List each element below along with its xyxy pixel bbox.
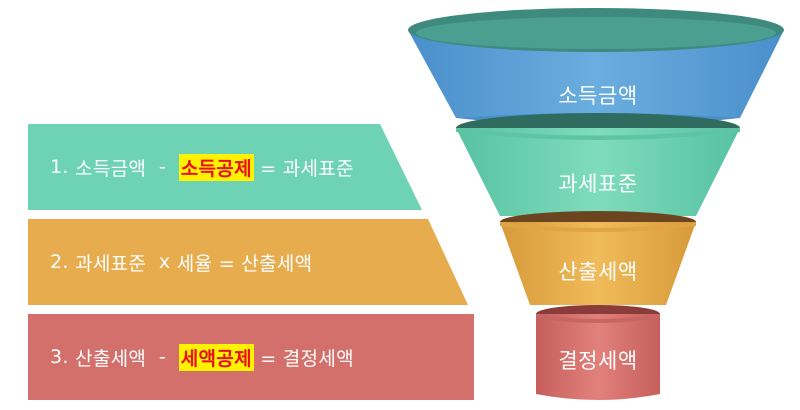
tax-funnel: 소득금액 과세표준 산출세액 결정세액 bbox=[400, 0, 800, 410]
step-3-computed-tax: 산출세액 bbox=[75, 347, 147, 370]
step-2-text: 2. 과세표준 x 세율 = 산출세액 bbox=[50, 219, 312, 305]
step-1-income: 소득금액 bbox=[75, 157, 147, 180]
step-1-highlight-income-deduction: 소득공제 bbox=[178, 153, 254, 181]
step-2-tax-rate: 세율 bbox=[176, 252, 213, 275]
step-2-result: = 산출세액 bbox=[218, 252, 313, 275]
funnel-tier-2 bbox=[456, 113, 740, 216]
funnel-label-computed-tax: 산출세액 bbox=[558, 260, 638, 284]
step-1-number: 1. bbox=[50, 156, 69, 178]
step-2-background bbox=[28, 219, 468, 305]
step-2-tax-base: 과세표준 bbox=[75, 252, 147, 275]
funnel-label-income: 소득금액 bbox=[558, 84, 638, 108]
step-3-highlight-tax-credit: 세액공제 bbox=[178, 343, 254, 371]
step-1-operator: - bbox=[158, 156, 167, 178]
funnel-tier-3 bbox=[500, 211, 696, 305]
funnel-graphic bbox=[408, 8, 784, 400]
step-2-banner: 2. 과세표준 x 세율 = 산출세액 bbox=[28, 219, 473, 305]
funnel-label-final-tax: 결정세액 bbox=[558, 349, 638, 373]
step-3-text: 3. 산출세액 - 세액공제 = 결정세액 bbox=[50, 314, 354, 400]
step-2-operator: x bbox=[158, 251, 171, 273]
step-1-text: 1. 소득금액 - 소득공제 = 과세표준 bbox=[50, 124, 354, 210]
step-3-number: 3. bbox=[50, 346, 69, 368]
step-3-operator: - bbox=[158, 346, 167, 368]
step-1-banner: 1. 소득금액 - 소득공제 = 과세표준 bbox=[28, 124, 428, 210]
funnel-tier-4 bbox=[536, 305, 660, 400]
step-2-number: 2. bbox=[50, 251, 69, 273]
step-1-result: = 과세표준 bbox=[260, 157, 354, 180]
step-3-banner: 3. 산출세액 - 세액공제 = 결정세액 bbox=[28, 314, 500, 400]
step-3-result: = 결정세액 bbox=[260, 347, 354, 370]
funnel-label-tax-base: 과세표준 bbox=[558, 172, 638, 196]
